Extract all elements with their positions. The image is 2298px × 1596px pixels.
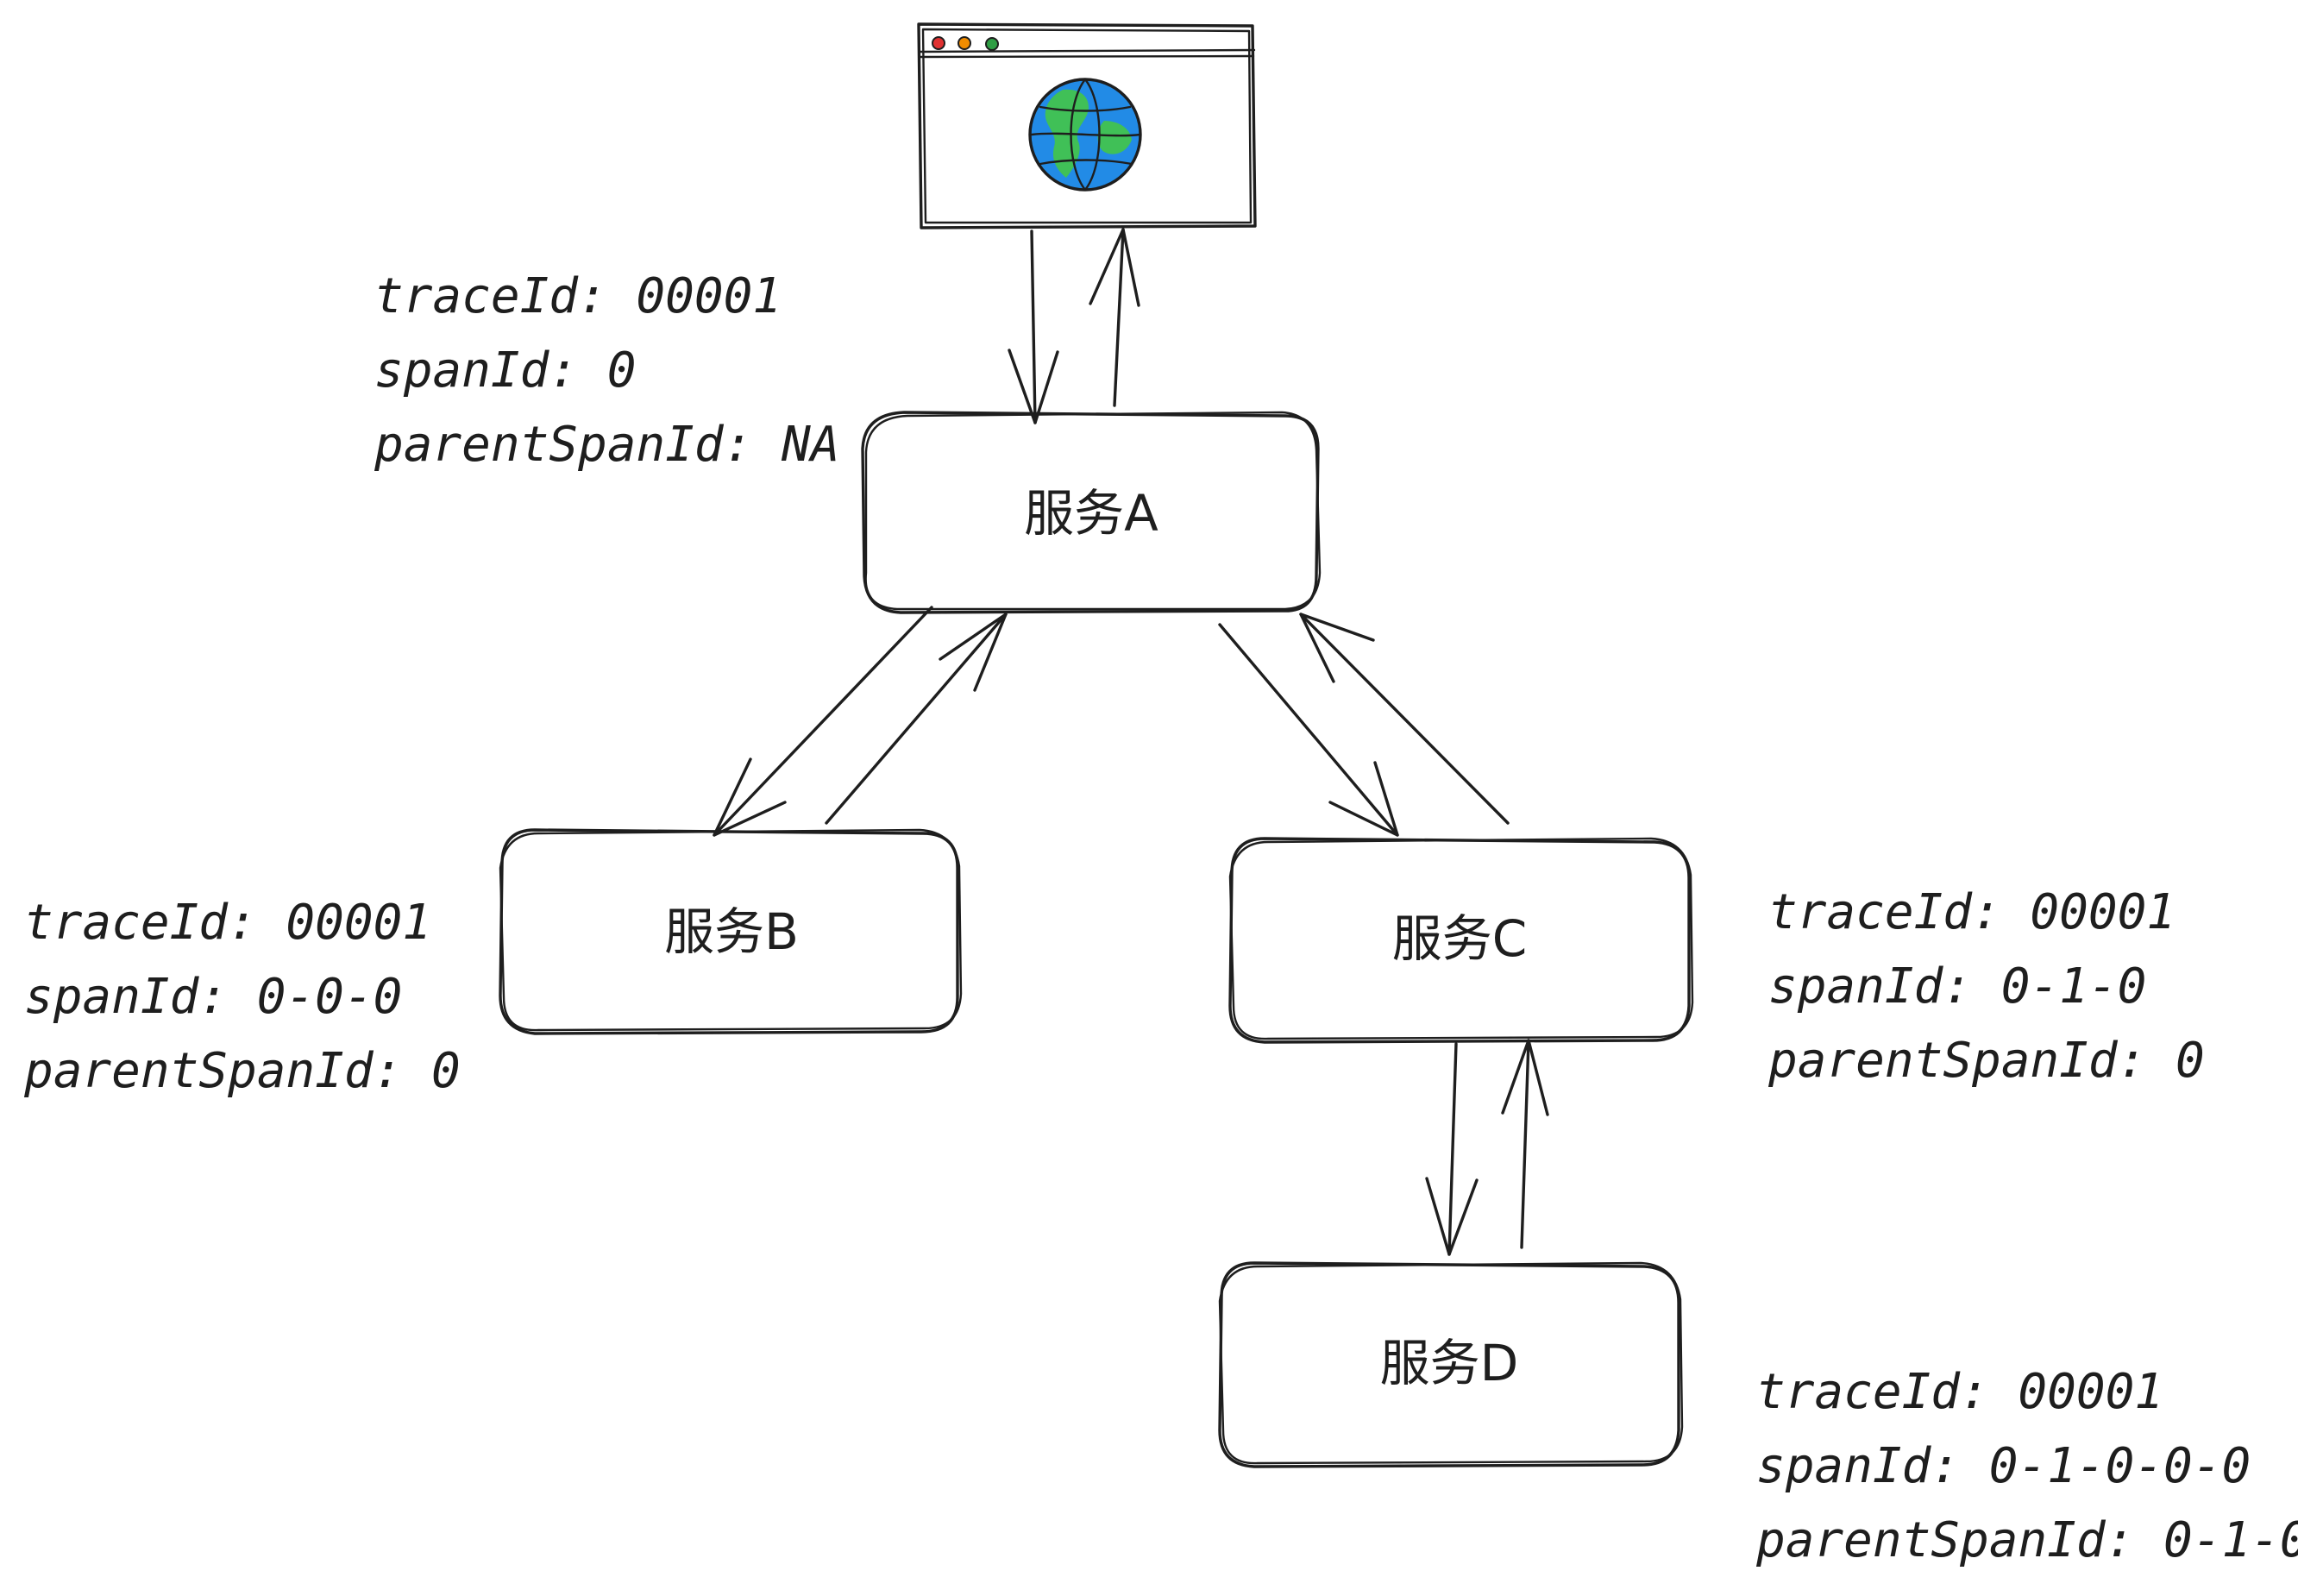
parent-span-id-c: parentSpanId: 0 <box>1767 1033 2205 1089</box>
browser-close-dot <box>932 36 945 50</box>
arrow-c-to-d <box>1425 1042 1479 1256</box>
service-a-label: 服务A <box>1024 484 1158 543</box>
arrow-d-to-c <box>1501 1039 1549 1249</box>
parent-span-id-d: parentSpanId: 0-1-0 <box>1755 1512 2298 1568</box>
trace-id-b: traceId: 00001 <box>24 895 431 951</box>
service-a-box <box>861 411 1322 614</box>
arrow-a-to-b <box>713 606 933 837</box>
span-id-b: spanId: 0-0-0 <box>24 969 402 1025</box>
browser-globe-icon <box>917 22 1257 229</box>
arrow-browser-to-a <box>1008 229 1059 424</box>
service-d-label: 服务D <box>1380 1334 1519 1392</box>
trace-id-a: traceId: 00001 <box>374 268 782 324</box>
trace-id-d: traceId: 00001 <box>1756 1364 2163 1420</box>
service-b-label: 服务B <box>664 902 799 961</box>
arrow-b-to-a <box>825 613 1008 825</box>
arrow-a-to-c <box>1218 623 1399 837</box>
service-d-box <box>1218 1261 1684 1468</box>
service-c-label: 服务C <box>1392 909 1528 968</box>
browser-minimize-dot <box>958 36 971 50</box>
browser-maximize-dot <box>985 37 999 51</box>
trace-info-b: traceId: 00001 spanId: 0-0-0 parentSpanI… <box>23 895 461 1099</box>
span-id-c: spanId: 0-1-0 <box>1768 958 2146 1015</box>
span-id-a: spanId: 0 <box>374 342 636 399</box>
trace-id-c: traceId: 00001 <box>1768 884 2176 940</box>
trace-info-a: traceId: 00001 spanId: 0 parentSpanId: N… <box>374 268 839 473</box>
trace-info-c: traceId: 00001 spanId: 0-1-0 parentSpanI… <box>1767 884 2205 1089</box>
span-id-d: spanId: 0-1-0-0-0 <box>1756 1438 2251 1494</box>
parent-span-id-a: parentSpanId: NA <box>374 417 839 473</box>
trace-info-d: traceId: 00001 spanId: 0-1-0-0-0 parentS… <box>1755 1364 2298 1568</box>
globe-icon <box>1028 78 1142 192</box>
arrow-c-to-a <box>1299 613 1510 825</box>
parent-span-id-b: parentSpanId: 0 <box>23 1043 461 1099</box>
arrow-a-to-browser <box>1089 228 1140 407</box>
service-b-box <box>499 828 963 1035</box>
service-c-box <box>1228 837 1694 1044</box>
